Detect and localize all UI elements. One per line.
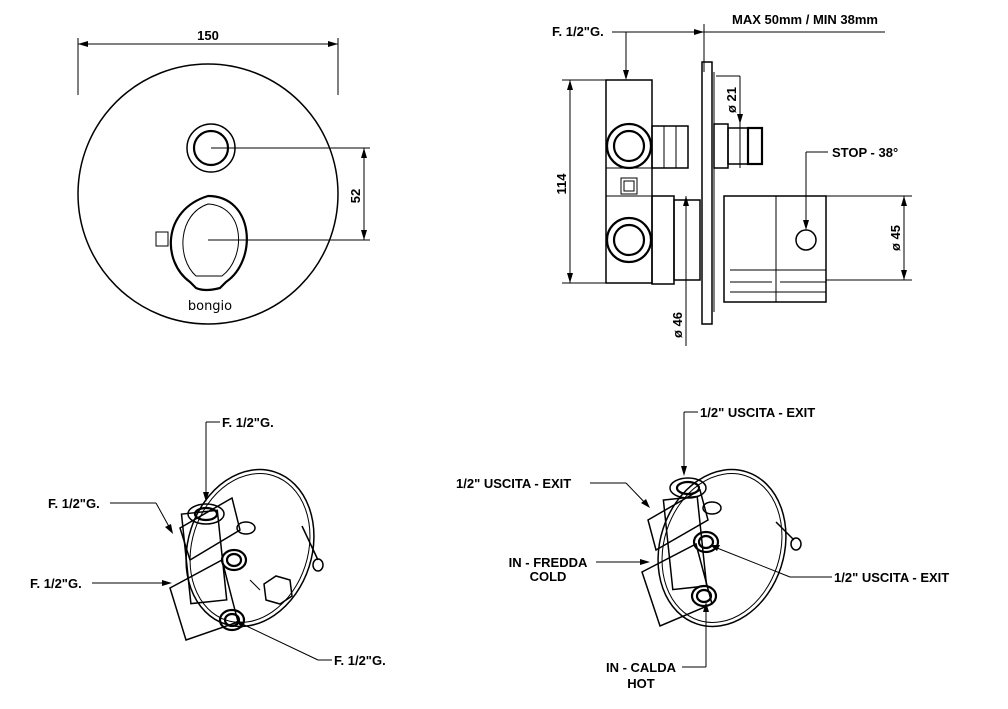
front-view: 150 52 bongio	[77, 28, 370, 325]
iso-right-label-hot-1: IN - CALDA	[606, 660, 677, 675]
diameter-45-dimension: ø 45	[888, 225, 903, 251]
mixer-handle	[155, 194, 370, 292]
iso-right-label-cold-1: IN - FREDDA	[509, 555, 588, 570]
width-dimension: 150	[197, 28, 219, 43]
brand-logo: bongio	[188, 299, 232, 314]
faceplate	[77, 63, 339, 325]
stop-label: STOP - 38°	[832, 145, 898, 160]
iso-view-left: F. 1/2"G. F. 1/2"G. F. 1/2"G. F. 1/2"G.	[30, 415, 386, 668]
height-114-dimension: 114	[554, 173, 569, 195]
iso-right-label-left: 1/2" USCITA - EXIT	[456, 476, 571, 491]
iso-right-label-top: 1/2" USCITA - EXIT	[700, 405, 815, 420]
iso-left-label-lower: F. 1/2"G.	[30, 576, 82, 591]
side-view: F. 1/2"G. MAX 50mm / MIN 38mm	[552, 12, 912, 346]
iso-left-label-bottom: F. 1/2"G.	[334, 653, 386, 668]
iso-right-label-hot-2: HOT	[627, 676, 655, 691]
side-thread-label: F. 1/2"G.	[552, 24, 604, 39]
diameter-46-dimension: ø 46	[670, 312, 685, 338]
height-dimension: 52	[348, 189, 363, 203]
iso-left-label-top: F. 1/2"G.	[222, 415, 274, 430]
diameter-21-dimension: ø 21	[724, 87, 739, 113]
depth-range-label: MAX 50mm / MIN 38mm	[732, 12, 878, 27]
iso-left-label-upper: F. 1/2"G.	[48, 496, 100, 511]
iso-right-label-cold-2: COLD	[530, 569, 567, 584]
iso-right-label-right: 1/2" USCITA - EXIT	[834, 570, 949, 585]
iso-view-right: 1/2" USCITA - EXIT 1/2" USCITA - EXIT IN…	[456, 405, 949, 691]
